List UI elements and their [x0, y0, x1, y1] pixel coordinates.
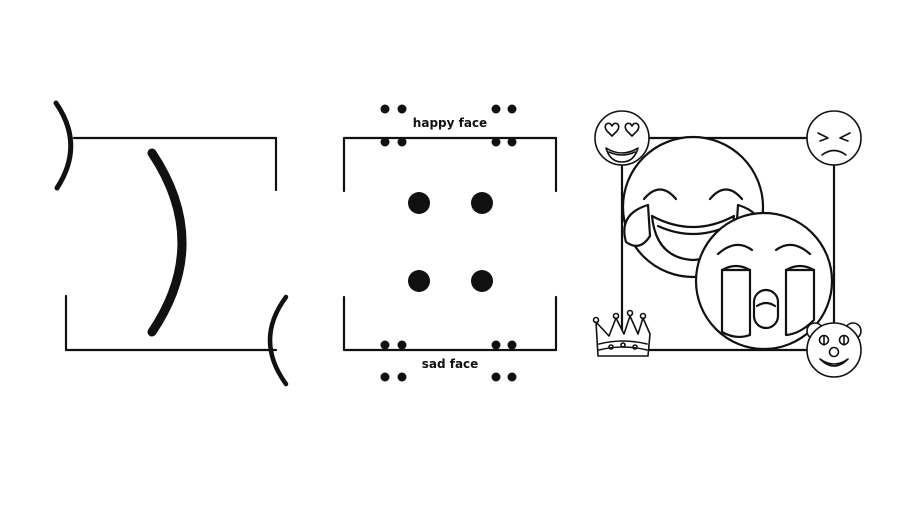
crying-face-icon [694, 211, 834, 351]
large-dot [471, 270, 493, 292]
emoji-panel [592, 110, 862, 378]
happy-face-label: happy face [412, 116, 488, 130]
frame-bottom-bracket [64, 294, 278, 352]
small-dot [380, 137, 390, 147]
heart-eyes-icon [594, 110, 650, 166]
large-close-paren [147, 148, 187, 337]
small-dot [380, 372, 390, 382]
small-dot [397, 372, 407, 382]
small-dot [507, 104, 517, 114]
small-dot [507, 372, 517, 382]
small-dot [491, 340, 501, 350]
small-dot [397, 340, 407, 350]
small-dot [491, 137, 501, 147]
frame-top-bracket [72, 136, 278, 192]
colon-dots-panel [342, 104, 558, 382]
small-dot [491, 104, 501, 114]
frame-top-bracket [342, 136, 558, 193]
frame-bottom-bracket [342, 295, 558, 352]
crown-icon [592, 309, 651, 357]
sad-face-label: sad face [421, 357, 479, 371]
emoticon-brackets-panel [53, 100, 289, 387]
small-dot [380, 340, 390, 350]
small-dot [380, 104, 390, 114]
small-dot [491, 372, 501, 382]
large-dot [471, 192, 493, 214]
small-dot [507, 340, 517, 350]
large-dot [408, 192, 430, 214]
clown-face-icon [806, 322, 862, 378]
small-dot [397, 104, 407, 114]
sad-face-icon [806, 110, 862, 166]
small-dot [507, 137, 517, 147]
small-close-paren [53, 100, 74, 191]
large-dot [408, 270, 430, 292]
small-dot [397, 137, 407, 147]
small-open-paren [267, 294, 289, 387]
